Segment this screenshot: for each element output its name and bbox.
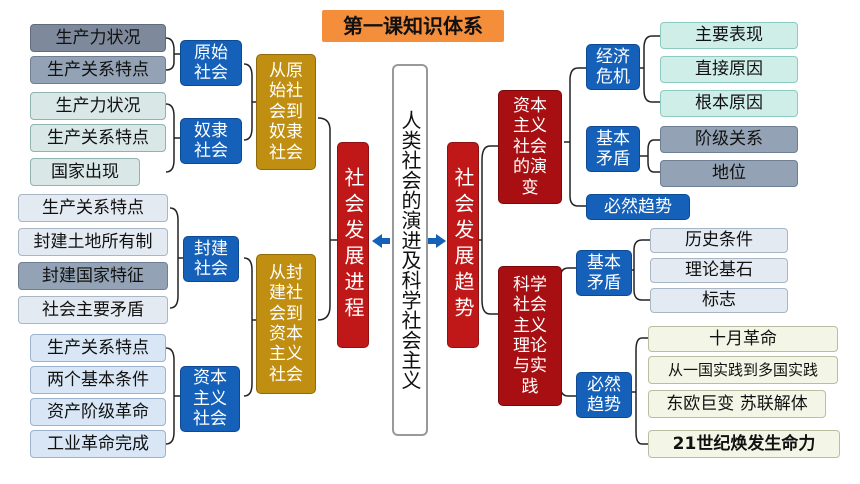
leaf-primitive-productivity: 生产力状况 [30, 24, 166, 52]
leaf-feudal-relations: 生产关系特点 [18, 194, 168, 222]
central-topic: 人类社会的演进及科学社会主义 [392, 64, 428, 436]
sub-economic-crisis: 经济危机 [586, 44, 640, 90]
leaf-feudal-state: 封建国家特征 [18, 262, 168, 290]
leaf-theoretical-foundation: 理论基石 [650, 258, 788, 283]
left-arrow-icon [372, 234, 390, 248]
sub-inevitable-trend-1: 必然趋势 [586, 194, 690, 220]
sub-basic-contradiction-2: 基本矛盾 [576, 250, 632, 296]
leaf-21st-century: 21世纪焕发生命力 [648, 430, 840, 458]
leaf-primitive-relations: 生产关系特点 [30, 56, 166, 84]
group-primitive-to-slave: 从原始社会到奴隶社会 [256, 54, 316, 170]
stage-capitalist: 资本主义社会 [180, 366, 240, 432]
leaf-historical-conditions: 历史条件 [650, 228, 788, 253]
stage-slave: 奴隶社会 [180, 118, 242, 164]
branch-social-trend: 社会发展趋势 [447, 142, 479, 348]
leaf-class-relations: 阶级关系 [660, 126, 798, 153]
leaf-main-manifestation: 主要表现 [660, 22, 798, 49]
stage-primitive: 原始社会 [180, 40, 242, 86]
leaf-slave-productivity: 生产力状况 [30, 92, 166, 120]
leaf-slave-relations: 生产关系特点 [30, 124, 166, 152]
leaf-landmark: 标志 [650, 288, 788, 313]
leaf-feudal-contradiction: 社会主要矛盾 [18, 296, 168, 324]
sub-basic-contradiction-1: 基本矛盾 [586, 126, 640, 172]
group-feudal-to-capitalist: 从封建社会到资本主义社会 [256, 254, 316, 394]
branch-social-progress: 社会发展进程 [337, 142, 369, 348]
leaf-capitalist-revolution: 资产阶级革命 [30, 398, 166, 426]
right-arrow-icon [428, 234, 446, 248]
leaf-eastern-europe-ussr: 东欧巨变 苏联解体 [648, 390, 826, 418]
group-capitalism-evolution: 资本主义社会的演变 [498, 90, 562, 204]
leaf-one-to-many-countries: 从一国实践到多国实践 [648, 356, 838, 384]
group-scientific-socialism: 科学社会主义理论与实践 [498, 266, 562, 406]
leaf-root-cause: 根本原因 [660, 90, 798, 117]
leaf-capitalist-relations: 生产关系特点 [30, 334, 166, 362]
leaf-october-revolution: 十月革命 [648, 326, 838, 352]
sub-inevitable-trend-2: 必然趋势 [576, 372, 632, 418]
leaf-industrial-revolution: 工业革命完成 [30, 430, 166, 458]
leaf-status: 地位 [660, 160, 798, 187]
leaf-direct-cause: 直接原因 [660, 56, 798, 83]
leaf-capitalist-conditions: 两个基本条件 [30, 366, 166, 394]
page-title: 第一课知识体系 [322, 10, 504, 42]
leaf-feudal-land: 封建土地所有制 [18, 228, 168, 256]
stage-feudal: 封建社会 [183, 236, 239, 282]
leaf-slave-state: 国家出现 [30, 158, 140, 186]
